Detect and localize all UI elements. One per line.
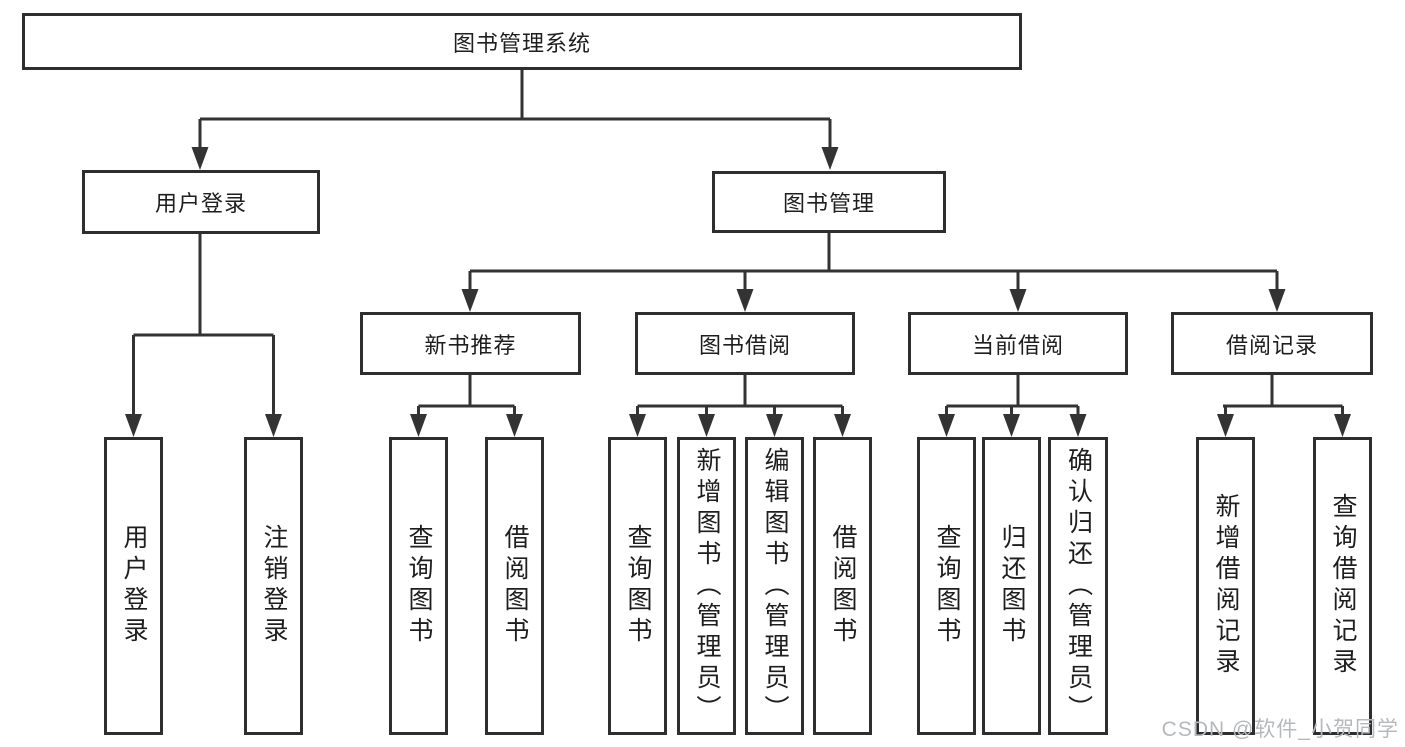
leaf-bb-edit-book-label: 编辑图书（管理员） <box>761 446 789 726</box>
leaf-nbr-query-book-label: 查询图书 <box>405 524 433 648</box>
node-borrow-records-label: 借阅记录 <box>1225 332 1318 358</box>
leaf-cb-confirm-return: 确认归还（管理员） <box>1048 437 1108 735</box>
leaf-bb-add-book: 新增图书（管理员） <box>677 437 736 735</box>
node-user-login-group-label: 用户登录 <box>154 191 247 216</box>
node-book-borrow-label: 图书借阅 <box>698 332 791 358</box>
leaf-cb-confirm-return-label: 确认归还（管理员） <box>1064 446 1093 726</box>
leaf-bb-borrow-book-label: 借阅图书 <box>829 524 857 648</box>
leaf-br-query-record-label: 查询借阅记录 <box>1329 493 1357 679</box>
node-book-management-label: 图书管理 <box>782 191 875 216</box>
leaf-bb-add-book-label: 新增图书（管理员） <box>693 446 721 726</box>
leaf-bb-borrow-book: 借阅图书 <box>813 437 872 735</box>
arrowheads <box>125 147 1351 437</box>
leaf-br-add-record: 新增借阅记录 <box>1196 437 1255 735</box>
leaf-user-login: 用户登录 <box>104 437 163 735</box>
leaf-cb-return-book-label: 归还图书 <box>998 524 1026 648</box>
node-root: 图书管理系统 <box>22 13 1022 70</box>
leaf-logout-label: 注销登录 <box>260 524 288 648</box>
node-new-book-recommend: 新书推荐 <box>360 312 581 375</box>
leaf-bb-edit-book: 编辑图书（管理员） <box>745 437 804 735</box>
node-root-label: 图书管理系统 <box>452 30 591 56</box>
leaf-br-add-record-label: 新增借阅记录 <box>1212 493 1240 679</box>
leaf-bb-query-book-label: 查询图书 <box>624 524 652 648</box>
csdn-watermark: CSDN @软件_小贺同学 <box>1161 718 1399 741</box>
leaf-br-query-record: 查询借阅记录 <box>1313 437 1372 735</box>
leaf-nbr-borrow-book-label: 借阅图书 <box>501 524 529 648</box>
node-book-borrow: 图书借阅 <box>635 312 855 375</box>
leaf-nbr-borrow-book: 借阅图书 <box>485 437 544 735</box>
leaf-logout: 注销登录 <box>244 437 303 735</box>
node-current-borrow: 当前借阅 <box>908 312 1128 375</box>
leaf-cb-query-book: 查询图书 <box>917 437 976 735</box>
node-user-login-group: 用户登录 <box>82 170 320 234</box>
node-current-borrow-label: 当前借阅 <box>971 332 1064 358</box>
node-book-management: 图书管理 <box>712 171 946 233</box>
node-borrow-records: 借阅记录 <box>1171 312 1373 375</box>
leaf-nbr-query-book: 查询图书 <box>389 437 448 735</box>
leaf-cb-return-book: 归还图书 <box>982 437 1041 735</box>
leaf-cb-query-book-label: 查询图书 <box>933 524 961 648</box>
leaf-bb-query-book: 查询图书 <box>608 437 667 735</box>
node-new-book-recommend-label: 新书推荐 <box>424 332 517 358</box>
leaf-user-login-label: 用户登录 <box>120 524 148 648</box>
